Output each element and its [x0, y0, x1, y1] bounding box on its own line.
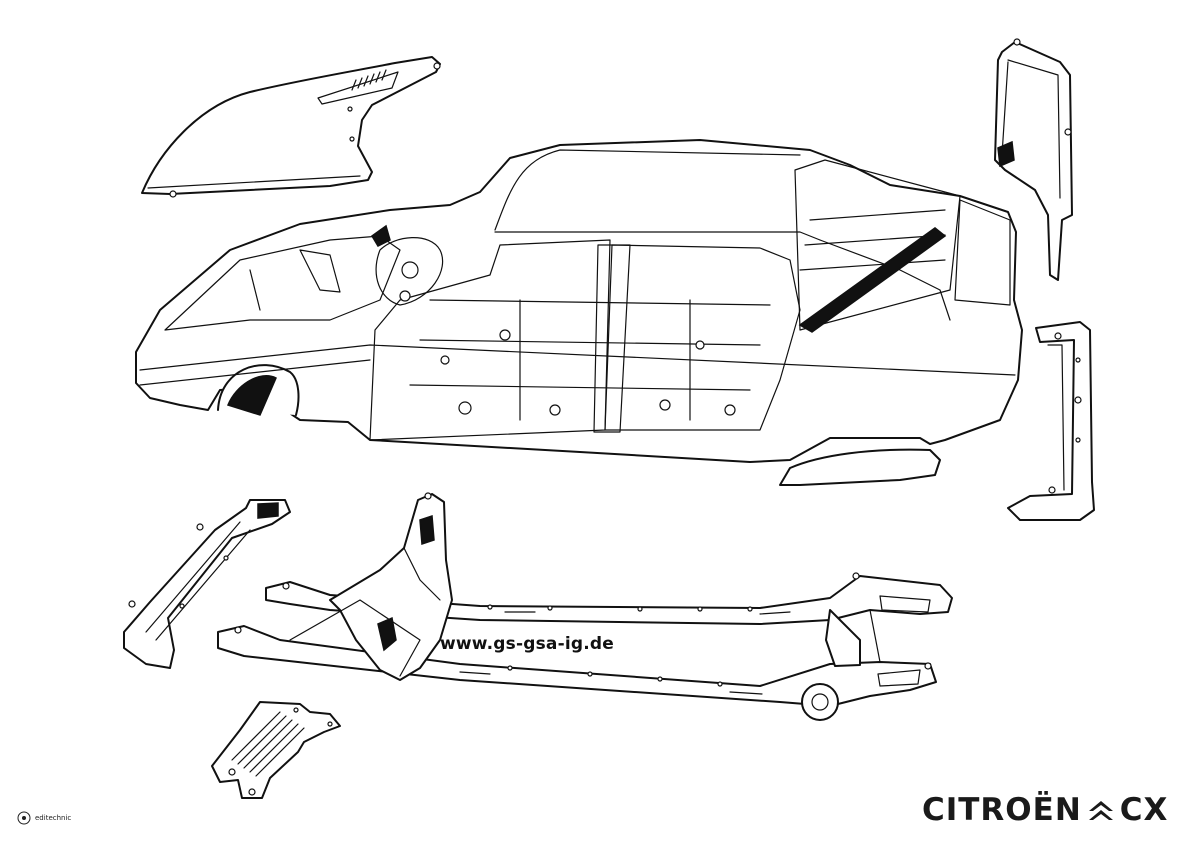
brand-name: CITROËN	[922, 792, 1082, 828]
skid-plate	[211, 701, 341, 799]
publisher-mark: editechnic	[16, 810, 71, 826]
body-shell	[135, 139, 1023, 486]
hood-panel	[141, 56, 441, 198]
website-url[interactable]: www.gs-gsa-ig.de	[440, 634, 614, 654]
double-chevron-icon	[1086, 796, 1116, 824]
chassis-frame	[217, 492, 953, 721]
tailgate-panel	[994, 38, 1073, 281]
citroen-cx-logo: CITROËN CX	[922, 790, 1168, 830]
editechnic-icon	[16, 810, 32, 826]
publisher-name: editechnic	[35, 814, 72, 822]
rear-bumper	[1007, 321, 1095, 521]
model-name: CX	[1119, 792, 1169, 828]
front-bumper	[123, 499, 291, 669]
